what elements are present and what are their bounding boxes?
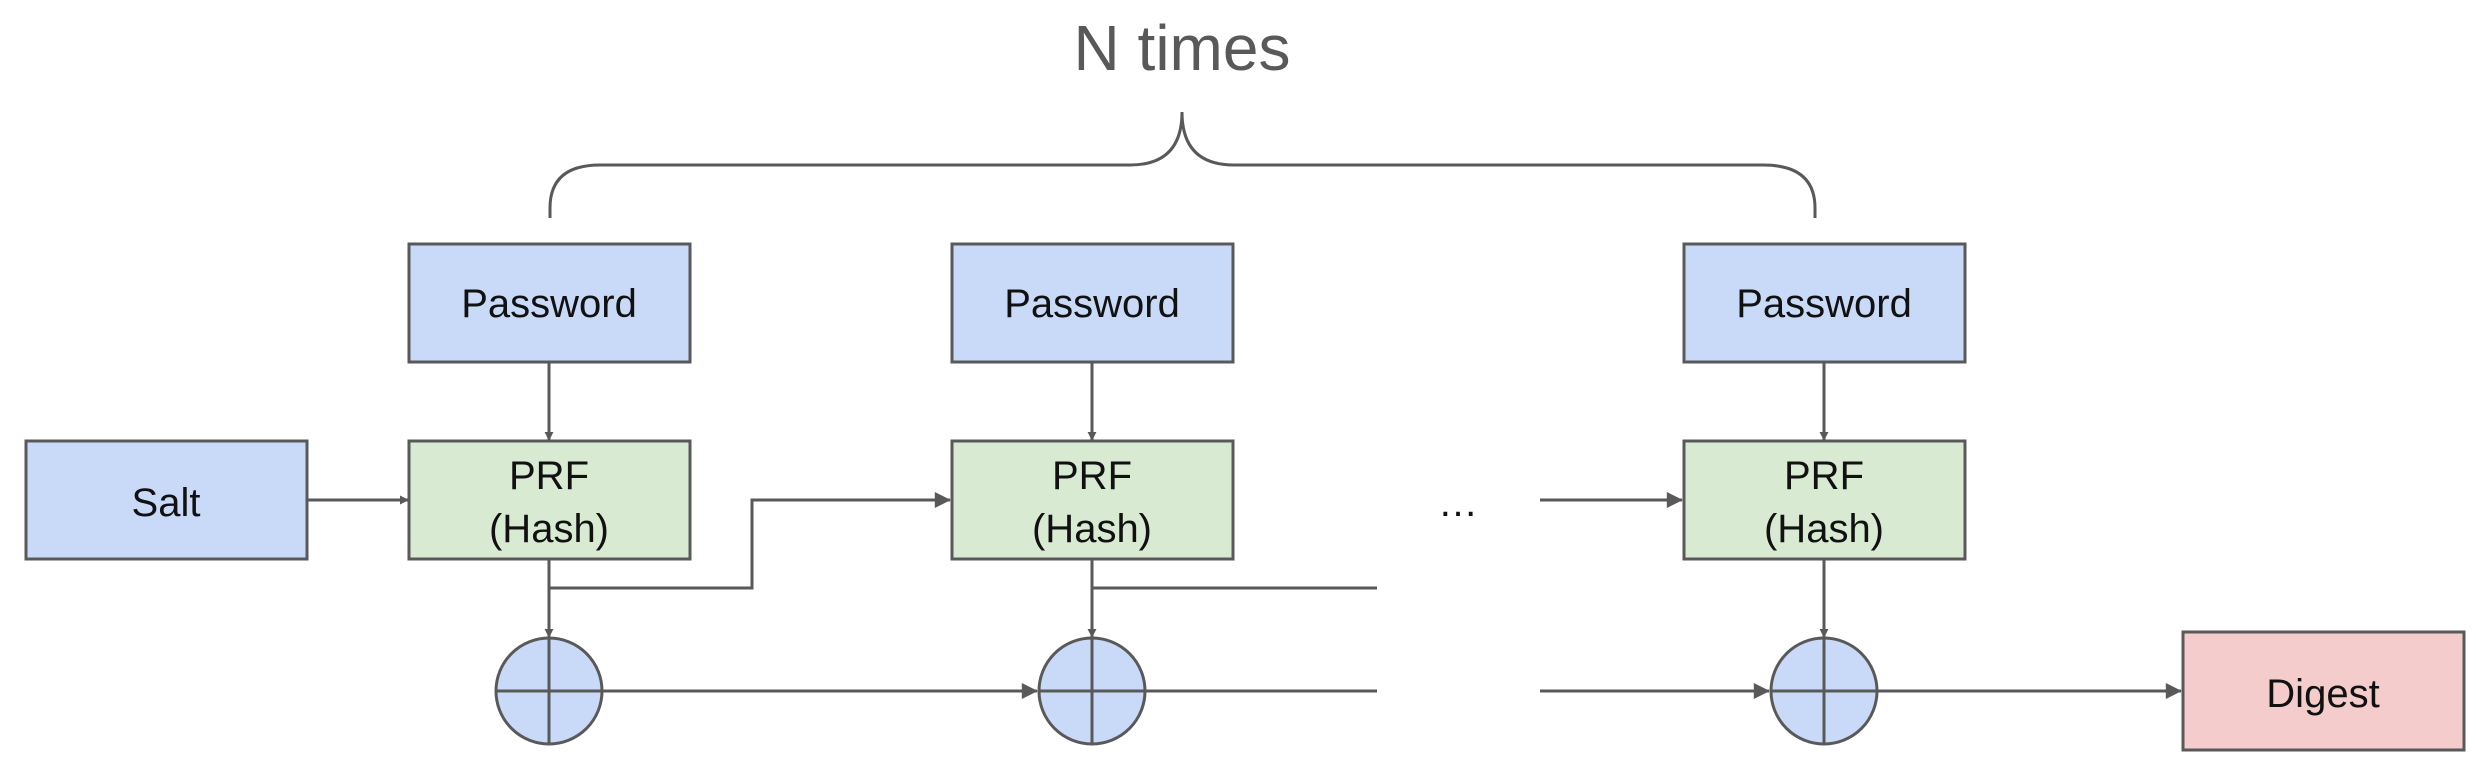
edge-prf-1-to-prf-2 — [549, 492, 951, 590]
password-box-2 — [950, 242, 1235, 364]
xor-node-2 — [1037, 636, 1147, 746]
password-box-3 — [1682, 242, 1967, 364]
prf-sublabel-2: (Hash) — [1032, 507, 1152, 551]
digest-node: Digest — [2181, 630, 2466, 752]
stage-1: Password PRF (Hash) — [407, 242, 692, 746]
ellipsis: … — [1438, 481, 1478, 525]
stage-2: Password PRF (Hash) — [950, 242, 1235, 746]
xor-node-1 — [494, 636, 604, 746]
password-box-1 — [407, 242, 692, 364]
prf-label-1: PRF — [509, 454, 589, 498]
prf-sublabel-3: (Hash) — [1764, 507, 1884, 551]
prf-label-2: PRF — [1052, 454, 1132, 498]
digest-label: Digest — [2266, 672, 2379, 716]
password-label-3: Password — [1736, 282, 1912, 326]
salt-node: Salt — [24, 439, 309, 561]
prf-box-2 — [950, 439, 1235, 561]
stage-3: Password PRF (Hash) — [1682, 242, 1967, 746]
prf-sublabel-1: (Hash) — [489, 507, 609, 551]
salt-box — [24, 439, 309, 561]
xor-node-3 — [1769, 636, 1879, 746]
salt-label: Salt — [132, 481, 201, 525]
n-times-title: N times — [1074, 12, 1291, 84]
digest-box — [2181, 630, 2466, 752]
repeat-brace — [548, 111, 1817, 218]
password-label-2: Password — [1004, 282, 1180, 326]
prf-label-3: PRF — [1784, 454, 1864, 498]
prf-box-1 — [407, 439, 692, 561]
password-label-1: Password — [461, 282, 637, 326]
prf-box-3 — [1682, 439, 1967, 561]
